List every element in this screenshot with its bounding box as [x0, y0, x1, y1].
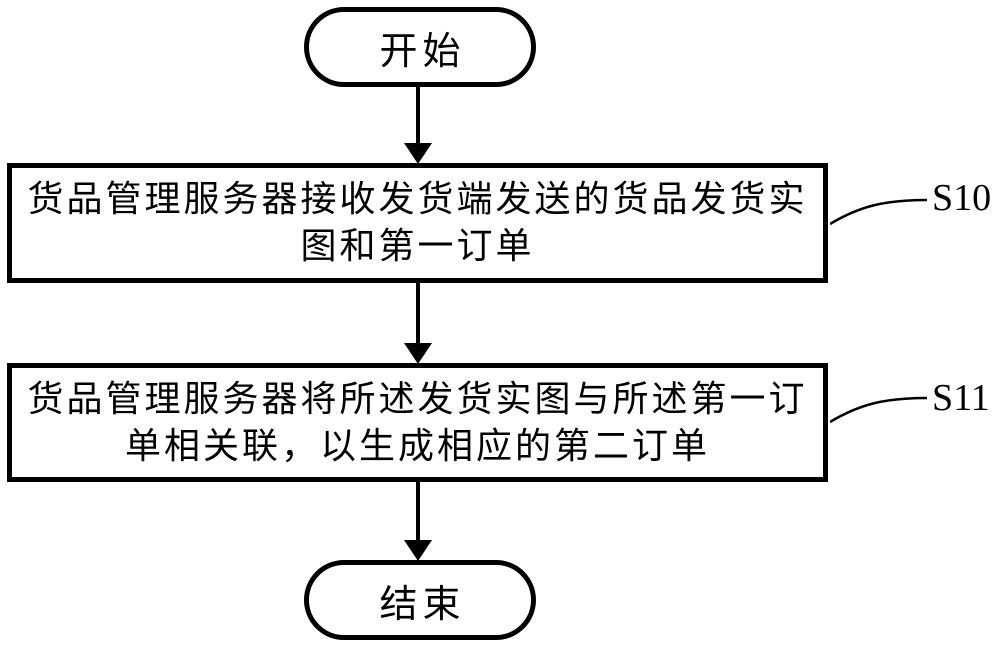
start-node-label: 开始	[379, 30, 466, 73]
start-node: 开始	[304, 7, 536, 87]
step2-id-label: S11	[932, 377, 990, 419]
end-node: 结束	[304, 560, 536, 640]
step1-text-line1: 货品管理服务器接收发货端发送的货品发货实	[27, 179, 808, 219]
step2-text-line2: 单相关联，以生成相应的第二订单	[124, 425, 710, 466]
arrow-down-icon	[404, 343, 432, 364]
arrow-down-icon	[404, 540, 432, 561]
leader-curve-s11	[830, 396, 928, 424]
step1-box: 货品管理服务器接收发货端发送的货品发货实 图和第一订单	[7, 163, 828, 283]
flow-line-step1-to-step2	[416, 282, 420, 345]
flow-line-start-to-step1	[416, 85, 420, 145]
step1-text-line2: 图和第一订单	[300, 226, 535, 266]
arrow-down-icon	[404, 143, 432, 164]
leader-curve-s10	[830, 198, 928, 226]
end-node-label: 结束	[379, 583, 466, 626]
step2-box: 货品管理服务器将所述发货实图与所述第一订 单相关联，以生成相应的第二订单	[7, 363, 828, 482]
step2-text-line1: 货品管理服务器将所述发货实图与所述第一订	[27, 378, 808, 419]
step1-id-label: S10	[932, 177, 992, 219]
flow-line-step2-to-end	[416, 481, 420, 542]
